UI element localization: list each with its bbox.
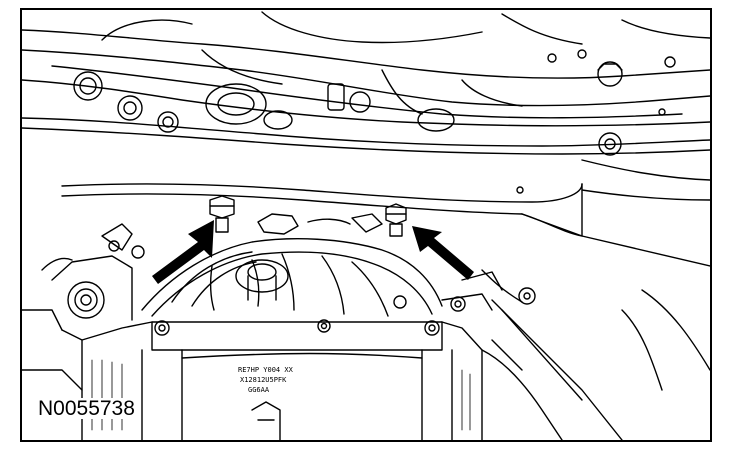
- figure-id-label: N0055738: [36, 397, 137, 420]
- callout-arrow-right: [412, 226, 474, 280]
- part-number-stamp: RE7HP Y004 XX X12812U5PFK GG6AA: [238, 366, 294, 394]
- mount-bolt-left: [209, 195, 235, 233]
- callout-arrow-left: [152, 220, 214, 284]
- illustration-frame: RE7HP Y004 XX X12812U5PFK GG6AA N0055738: [20, 8, 712, 442]
- part-stamp-line-2: X12812U5PFK: [240, 376, 287, 384]
- engine-bay-illustration: RE7HP Y004 XX X12812U5PFK GG6AA: [22, 11, 710, 440]
- crossmember-rail: [61, 159, 710, 440]
- part-stamp-line-3: GG6AA: [248, 386, 270, 394]
- part-stamp-line-1: RE7HP Y004 XX: [238, 366, 294, 374]
- engine-assembly: [22, 213, 563, 440]
- mount-bolt-right: [385, 203, 407, 237]
- upper-cowl-panel: [22, 11, 710, 156]
